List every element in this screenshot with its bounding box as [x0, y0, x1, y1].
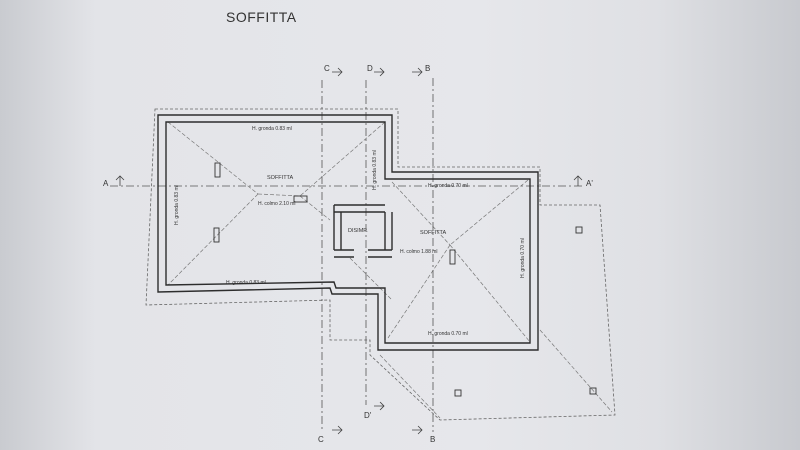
section-label-c-bottom: C [318, 435, 324, 444]
room-label-soffitta-right: SOFFITTA [420, 230, 447, 236]
wall-left-outer [157, 114, 539, 351]
section-label-a-right: A' [586, 179, 593, 188]
height-label-gronda-center-vertical: H. gronda 0.83 ml [372, 150, 378, 190]
section-label-d-top: D [367, 64, 373, 73]
height-label-gronda-right-side: H. gronda 0.70 ml [520, 238, 526, 278]
section-markers [115, 67, 583, 435]
section-label-b-top: B [425, 64, 430, 73]
section-label-c-top: C [324, 64, 330, 73]
height-label-gronda-top-right: H. gronda 0.70 ml [428, 183, 468, 189]
section-lines [110, 78, 585, 432]
skylights [213, 162, 597, 397]
wall-left-inner [165, 121, 531, 344]
height-label-colmo-left: H. colmo 2.10 ml [258, 201, 296, 207]
height-label-gronda-top-left: H. gronda 0.83 ml [252, 126, 292, 132]
section-label-b-bottom: B [430, 435, 435, 444]
room-label-soffitta-left: SOFFITTA [267, 175, 294, 181]
height-label-gronda-bottom-left: H. gronda 0.83 ml [226, 280, 266, 286]
height-label-gronda-left-side: H. gronda 0.83 ml [174, 185, 180, 225]
section-label-a-left: A [103, 179, 109, 188]
walls [157, 114, 539, 351]
height-label-colmo-right: H. colmo 1.88 ml [400, 249, 438, 255]
section-label-d-bottom: D' [364, 411, 372, 420]
page-title: SOFFITTA [226, 9, 297, 25]
roof-overhang-outline [145, 108, 616, 421]
room-label-disimpegno: DISIMP. [348, 228, 368, 234]
height-label-gronda-bottom-right: H. gronda 0.70 ml [428, 331, 468, 337]
roof-hip-lines [167, 121, 613, 419]
